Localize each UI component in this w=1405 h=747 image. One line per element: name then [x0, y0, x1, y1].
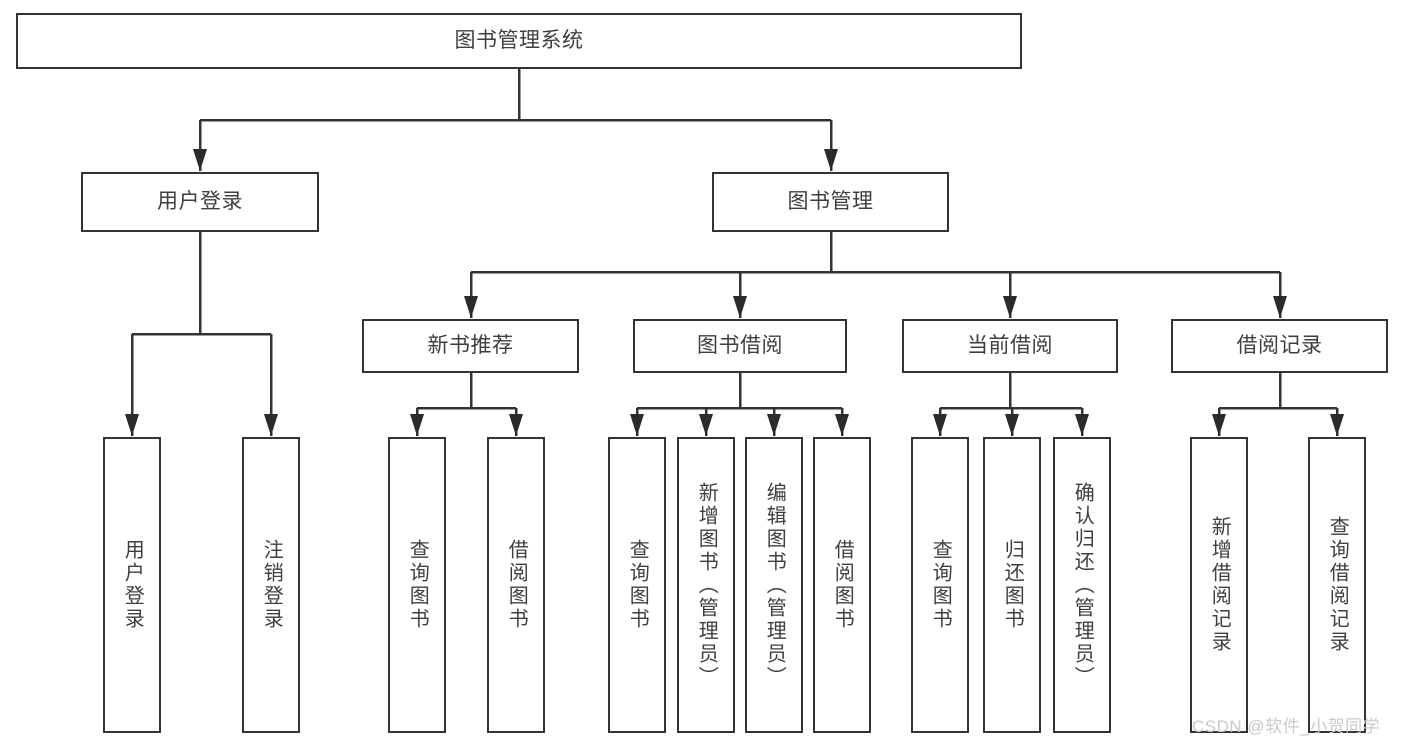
arrow-head-icon: [410, 414, 424, 436]
node-l-logout[interactable]: 注销登录: [242, 437, 300, 733]
node-l-login[interactable]: 用户登录: [103, 437, 161, 733]
node-label: 确认归还（管理员）: [1071, 481, 1094, 689]
arrow-head-icon: [125, 414, 139, 436]
arrow-head-icon: [767, 414, 781, 436]
node-l-query2[interactable]: 查询图书: [608, 437, 666, 733]
arrow-head-icon: [509, 414, 523, 436]
arrow-head-icon: [835, 414, 849, 436]
arrow-head-icon: [630, 414, 644, 436]
node-label: 查询图书: [929, 539, 952, 631]
arrow-head-icon: [193, 149, 207, 171]
arrow-head-icon: [1273, 296, 1287, 318]
node-l-queryrec[interactable]: 查询借阅记录: [1308, 437, 1366, 733]
node-label: 借阅图书: [505, 539, 528, 631]
arrow-head-icon: [264, 414, 278, 436]
node-newbook[interactable]: 新书推荐: [362, 319, 579, 373]
node-current[interactable]: 当前借阅: [902, 319, 1118, 373]
arrow-head-icon: [1212, 414, 1226, 436]
arrow-head-icon: [464, 296, 478, 318]
node-l-confirm[interactable]: 确认归还（管理员）: [1053, 437, 1111, 733]
node-label: 借阅图书: [831, 539, 854, 631]
node-label: 图书管理: [787, 190, 874, 214]
node-l-query1[interactable]: 查询图书: [388, 437, 446, 733]
node-l-add[interactable]: 新增图书（管理员）: [677, 437, 735, 733]
node-borrow[interactable]: 图书借阅: [633, 319, 847, 373]
node-l-borrow2[interactable]: 借阅图书: [813, 437, 871, 733]
node-l-borrow1[interactable]: 借阅图书: [487, 437, 545, 733]
node-label: 新增借阅记录: [1208, 516, 1231, 654]
node-l-return[interactable]: 归还图书: [983, 437, 1041, 733]
node-label: 图书借阅: [697, 334, 783, 358]
node-label: 查询图书: [406, 539, 429, 631]
node-label: 编辑图书（管理员）: [763, 481, 786, 689]
node-label: 新书推荐: [427, 334, 514, 358]
node-label: 归还图书: [1001, 539, 1024, 631]
node-label: 查询图书: [626, 539, 649, 631]
node-label: 用户登录: [157, 190, 243, 214]
node-login[interactable]: 用户登录: [81, 172, 319, 232]
arrow-head-icon: [1075, 414, 1089, 436]
node-label: 图书管理系统: [454, 29, 584, 53]
node-l-addrec[interactable]: 新增借阅记录: [1190, 437, 1248, 733]
node-label: 注销登录: [260, 539, 283, 631]
node-label: 用户登录: [121, 539, 144, 631]
arrow-head-icon: [1003, 296, 1017, 318]
arrow-head-icon: [1330, 414, 1344, 436]
node-l-query3[interactable]: 查询图书: [911, 437, 969, 733]
node-label: 当前借阅: [967, 334, 1053, 358]
node-label: 新增图书（管理员）: [695, 481, 718, 689]
node-l-edit[interactable]: 编辑图书（管理员）: [745, 437, 803, 733]
node-root[interactable]: 图书管理系统: [16, 13, 1022, 69]
arrow-head-icon: [933, 414, 947, 436]
arrow-head-icon: [699, 414, 713, 436]
arrow-head-icon: [824, 149, 838, 171]
node-records[interactable]: 借阅记录: [1171, 319, 1388, 373]
arrow-head-icon: [733, 296, 747, 318]
node-label: 借阅记录: [1236, 334, 1323, 358]
node-bookmgmt[interactable]: 图书管理: [712, 172, 949, 232]
node-label: 查询借阅记录: [1326, 516, 1349, 654]
arrow-head-icon: [1005, 414, 1019, 436]
